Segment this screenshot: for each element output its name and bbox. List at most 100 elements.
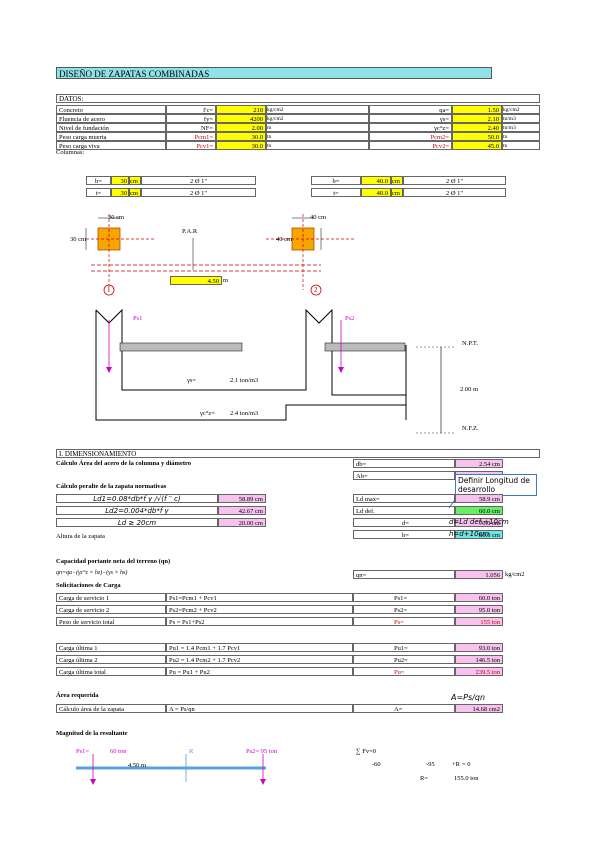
dim-col1-left: 30 cm (70, 236, 87, 243)
altura-label: Altura de la zapata (56, 533, 105, 540)
axis-2-label: 2 (314, 286, 318, 294)
ultima-label: Carga última total (56, 667, 166, 676)
qn-formula: qn=qa−(γc°z × hz)−(γs × hs) (56, 570, 128, 576)
npt-label: N.P.T. (462, 340, 478, 347)
servicio-eq: Ps = Ps1+Ps2 (166, 617, 353, 626)
section-ps2: Ps2 (345, 315, 355, 322)
datos-label: Nivel de fundación (56, 123, 166, 132)
col1-val: 30 (111, 176, 129, 185)
datos-sym2: qa= (369, 105, 452, 114)
peralte-val: 20.00 cm (218, 518, 266, 527)
dim-col2-left: 40 cm (276, 236, 293, 243)
dim-col2-top: 40 cm (310, 214, 327, 221)
ultima-eq: Pu = Pu1 + Pu2 (166, 667, 353, 676)
area-formula: A=Ps/qn (451, 693, 486, 702)
ultima-sym: Pu1= (353, 643, 455, 652)
ultima-eq: Pu2 = 1.4 Pcm2 + 1.7 Pcv2 (166, 655, 353, 664)
servicio-val: 155 ton (455, 617, 503, 626)
ld-formula: d=Ld def.+10cm (449, 518, 509, 526)
peralte-val: 58.89 cm (218, 494, 266, 503)
section-ps1: Ps1 (133, 315, 143, 322)
area-acero-title: Cálculo Área del acero de la columna y d… (56, 460, 192, 467)
area-title: Área requerida (56, 692, 99, 699)
datos-sym: f'c= (166, 105, 216, 114)
gc-val: 2.4 ton/m3 (230, 410, 259, 417)
ld-row: h=80.0 cm (56, 530, 540, 539)
datos-val: 210 (216, 105, 266, 114)
ultima-val: 239.5 ton (455, 667, 503, 676)
dist-unit: m (223, 277, 229, 284)
datos-unit2: tn/m3 (502, 123, 540, 132)
area-row: Cálculo área de la zapata A = Ps/qn A= 1… (56, 704, 540, 713)
datos-unit2: tn (502, 141, 540, 150)
servicio-label: Peso de servicio total (56, 617, 166, 626)
callout-box: Definir Longitud de desarrollo (455, 474, 537, 496)
result-ps1: Ps1= (76, 748, 90, 755)
datos-unit: kg/cm2 (266, 105, 369, 114)
datos-unit: tn (266, 141, 369, 150)
col2-val: 40.0 (361, 176, 391, 185)
servicio-sym: Ps2= (353, 605, 455, 614)
ld-val: 58.9 cm (455, 494, 503, 503)
datos-header: DATOS: (56, 94, 540, 103)
servicio-sym: Ps= (353, 617, 455, 626)
ld-val: 60.0 cm (455, 506, 503, 515)
datos-unit2: tn (502, 132, 540, 141)
ld-row: Ld def.60.0 cm (56, 506, 540, 515)
servicio-eq: Ps1=Pcm1 + Pcv1 (166, 593, 353, 602)
result-ps1-val: 60 ton (110, 748, 127, 755)
col2-unit: cm (391, 176, 403, 185)
gs-val: 2.1 ton/m3 (230, 377, 259, 384)
axis-1-marker (103, 284, 115, 296)
col2-rebar: 2 Ø 1" (403, 176, 506, 185)
ultima-eq: Pu1 = 1.4 Pcm1 + 1.7 Pcv1 (166, 643, 353, 652)
result-r: R (189, 748, 194, 755)
columnas-label: Columnas: (56, 149, 85, 156)
sum-a: -60 (372, 761, 381, 768)
sum-label: ∑ Fv=0 (356, 748, 377, 755)
datos-sym: fy= (166, 114, 216, 123)
ld-sym: Ld def. (353, 506, 455, 515)
dim-header: I. DIMENSIONAMIENTO (56, 449, 540, 458)
floor-slab-2 (324, 342, 406, 352)
servicio-label: Carga de servicio 2 (56, 605, 166, 614)
ld-val: 80.0 cm (455, 530, 503, 539)
ultima-label: Carga última 1 (56, 643, 166, 652)
plan-drawing (85, 214, 356, 296)
sum-c: +R (452, 761, 461, 768)
datos-label: Peso carga muerta (56, 132, 166, 141)
result-title: Magnitud de la resultante (56, 730, 128, 737)
ultima-sym: Pu2= (353, 655, 455, 664)
page-title: DISEÑO DE ZAPATAS COMBINADAS (56, 67, 492, 79)
nfz-label: N.F.Z. (462, 425, 479, 432)
col2-unit: cm (391, 188, 403, 197)
sum-eq: = 0 (462, 761, 471, 768)
qn-unit: kg/cm2 (505, 571, 525, 578)
solic-title: Solicitaciones de Carga (56, 582, 121, 589)
peralte-formula: Ld1=0.08*db*f y /√(f ′′ c) (56, 494, 218, 503)
col1-val: 30 (111, 188, 129, 197)
col1-rebar: 2 Ø 1" (141, 176, 256, 185)
datos-val: 4200 (216, 114, 266, 123)
peralte-formula: Ld2=0.004*db*f y (56, 506, 218, 515)
datos-val: 2.00 (216, 123, 266, 132)
servicio-val: 95.0 ton (455, 605, 503, 614)
ld-row: Ld max=58.9 cm (56, 494, 540, 503)
result-ps2: Ps2= 95 ton (246, 748, 278, 755)
datos-label: Fluencia de acero (56, 114, 166, 123)
qn-val: 1.056 (455, 570, 503, 579)
ultima-val: 93.0 ton (455, 643, 503, 652)
datos-sym2: Pcm2= (369, 132, 452, 141)
col1-unit: cm (129, 188, 141, 197)
datos-label: Concreto (56, 105, 166, 114)
datos-unit2: tn/m3 (502, 114, 540, 123)
